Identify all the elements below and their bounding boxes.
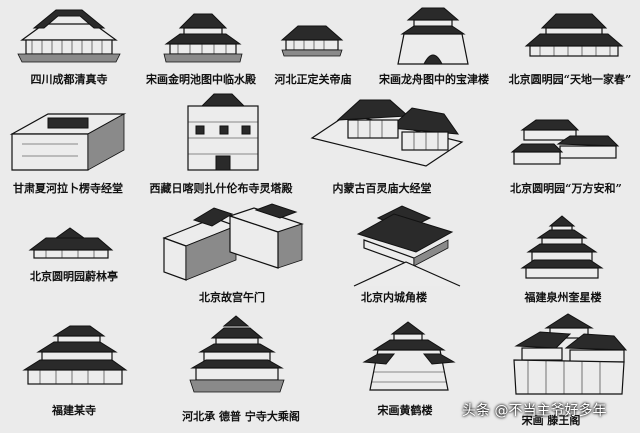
meridian-gate-illustration — [160, 203, 306, 284]
label-r1c5: 北京圆明园“天地一家春” — [508, 73, 632, 86]
temple-hall-illustration — [278, 20, 346, 60]
tengwang-pavilion-illustration — [506, 313, 630, 400]
label-r3c3: 北京内城角楼 — [361, 291, 427, 304]
great-vehicle-pavilion-illustration — [184, 315, 288, 398]
label-r4c4: 宋画 滕王阁 — [521, 414, 581, 427]
label-r1c4: 宋画龙舟图中的宝津楼 — [379, 73, 489, 86]
stepped-temple-illustration — [20, 324, 130, 392]
label-r2c3: 内蒙古百灵庙大经堂 — [332, 182, 432, 195]
label-r3c1: 北京圆明园蔚林亭 — [30, 270, 118, 283]
courtyard-hall-illustration — [522, 10, 626, 64]
label-r4c3: 宋画黄鹤楼 — [377, 404, 433, 417]
label-r4c2: 河北承 德普 宁寺大乘阁 — [182, 410, 300, 423]
watermark: 头条 @不当主爷好多年 — [462, 403, 607, 419]
label-r2c4: 北京圆明园“万方安和” — [510, 182, 622, 195]
label-r2c1: 甘肃夏河拉卜楞寺经堂 — [13, 182, 123, 195]
label-r2c2: 西藏日喀则扎什伦布寺灵塔殿 — [149, 182, 293, 195]
corner-tower-illustration — [348, 205, 466, 287]
label-r4c1: 福建某寺 — [52, 404, 96, 417]
cross-plan-pavilion-illustration — [26, 226, 116, 262]
tower-on-platform-illustration — [394, 6, 472, 68]
multi-eave-tower-illustration — [518, 215, 606, 282]
hall-complex-illustration — [14, 4, 124, 66]
tibetan-scripture-hall-illustration — [8, 104, 128, 176]
label-r1c3: 河北正定关帝庙 — [274, 73, 352, 86]
swastika-plan-pavilion-illustration — [508, 112, 620, 172]
stupa-hall-illustration — [180, 92, 266, 174]
label-r3c2: 北京故宫午门 — [199, 291, 265, 304]
great-scripture-hall-illustration — [308, 94, 466, 170]
label-r3c4: 福建泉州奎星楼 — [524, 291, 602, 304]
label-r1c1: 四川成都清真寺 — [30, 73, 108, 86]
yellow-crane-tower-illustration — [360, 321, 458, 394]
waterside-pavilion-illustration — [160, 10, 246, 66]
label-r1c2: 宋画金明池图中临水殿 — [146, 73, 256, 86]
